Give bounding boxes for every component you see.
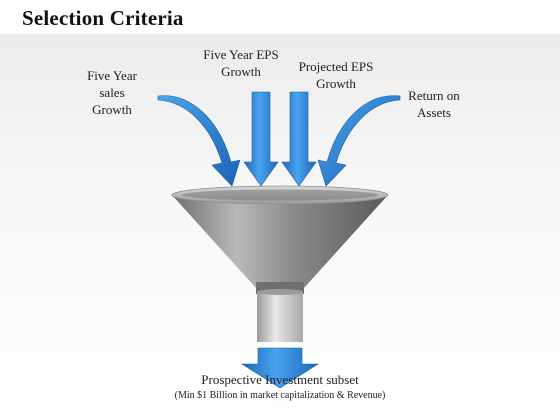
label-projected-eps-growth: Projected EPS Growth [298, 59, 374, 91]
arrow-sales [157, 95, 241, 187]
page-title: Selection Criteria [22, 6, 184, 30]
arrow-output [240, 347, 320, 389]
label-five-year-eps-growth: Five Year EPS Growth [203, 47, 279, 79]
arrow-return [317, 95, 401, 187]
funnel-cone [172, 195, 388, 288]
arrow-eps [243, 91, 279, 187]
funnel-stem [257, 292, 303, 342]
label-five-year-sales-growth: Five Year sales Growth [87, 68, 137, 117]
arrow-projected [281, 91, 317, 187]
label-return-on-assets: Return on Assets [408, 88, 460, 120]
output-label: Prospective Investment subset [201, 372, 359, 387]
output-note: (Min $1 Billion in market capitalization… [174, 390, 386, 401]
